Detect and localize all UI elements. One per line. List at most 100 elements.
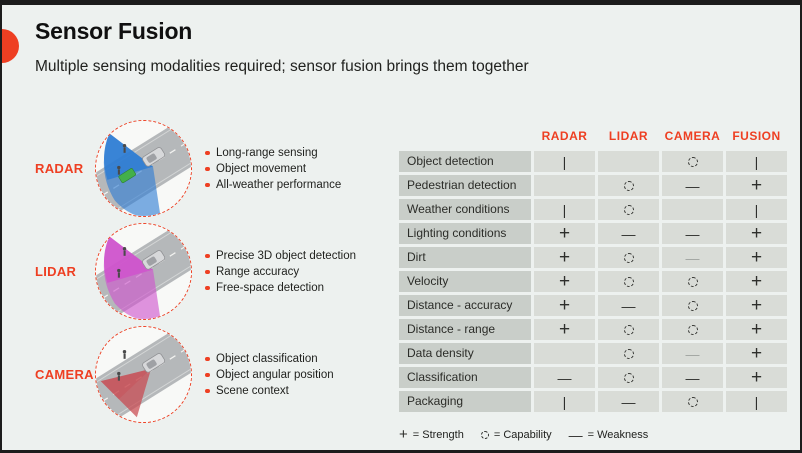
legend-text: = Strength — [412, 428, 464, 441]
bullet-item: Precise 3D object detection — [205, 248, 356, 264]
table-cell: | — [726, 151, 787, 172]
table-cell — [662, 295, 723, 316]
table-cell — [662, 151, 723, 172]
row-label: Distance - range — [399, 319, 531, 340]
table-cell: | — [534, 391, 595, 412]
table-cell: + — [726, 343, 787, 364]
sensor-name-label: CAMERA — [35, 367, 94, 382]
legend-item: —= Weakness — [569, 428, 649, 442]
strength-symbol: + — [750, 343, 763, 364]
table-cell — [662, 391, 723, 412]
strength-symbol: | — [562, 393, 567, 410]
table-cell: + — [726, 271, 787, 292]
table-cell: + — [726, 295, 787, 316]
subtitle: Multiple sensing modalities required; se… — [35, 58, 529, 75]
page-title: Sensor Fusion — [35, 18, 193, 44]
strength-symbol: + — [750, 223, 763, 244]
row-label: Data density — [399, 343, 531, 364]
strength-symbol: + — [750, 247, 763, 268]
table-cell: — — [662, 343, 723, 364]
table-cell — [662, 271, 723, 292]
strength-symbol: + — [399, 426, 408, 443]
capability-symbol — [623, 324, 634, 335]
bullet-item: Object movement — [205, 161, 341, 177]
capability-symbol — [687, 396, 698, 407]
table-cell: + — [534, 319, 595, 340]
capability-symbol — [687, 300, 698, 311]
header-spacer — [399, 129, 531, 143]
row-label: Classification — [399, 367, 531, 388]
bullet-item: Object angular position — [205, 367, 334, 383]
table-cell — [598, 199, 659, 220]
strength-symbol: + — [750, 319, 763, 340]
table-cell: + — [534, 295, 595, 316]
table-cell: + — [534, 223, 595, 244]
capability-symbol — [480, 430, 489, 439]
strength-symbol: + — [750, 175, 763, 196]
strength-symbol: | — [754, 201, 759, 218]
row-label: Velocity — [399, 271, 531, 292]
table-cell: — — [662, 223, 723, 244]
table-cell: + — [726, 247, 787, 268]
strength-symbol: + — [558, 319, 571, 340]
capability-symbol — [623, 348, 634, 359]
table-cell: — — [598, 295, 659, 316]
table-cell: + — [726, 223, 787, 244]
bullet-item: Object classification — [205, 351, 334, 367]
weakness-symbol: — — [568, 426, 583, 443]
strength-symbol: + — [558, 223, 571, 244]
column-header-camera: CAMERA — [664, 129, 721, 143]
weakness-symbol: — — [621, 393, 636, 410]
row-label: Weather conditions — [399, 199, 531, 220]
table-cell: — — [534, 367, 595, 388]
table-cell: + — [534, 271, 595, 292]
table-cell — [534, 343, 595, 364]
table-cell: — — [662, 175, 723, 196]
table-cell — [662, 199, 723, 220]
table-cell: | — [726, 199, 787, 220]
bullet-item: Range accuracy — [205, 264, 356, 280]
sensor-name-label: LIDAR — [35, 264, 77, 279]
camera-scene-illustration — [95, 326, 192, 423]
table-cell: + — [726, 319, 787, 340]
table-cell: | — [534, 199, 595, 220]
weakness-symbol: — — [557, 369, 572, 386]
weakness-symbol: — — [685, 249, 700, 266]
table-cell — [598, 247, 659, 268]
legend-item: = Capability — [480, 429, 552, 441]
table-cell: + — [534, 247, 595, 268]
weakness-symbol: — — [685, 225, 700, 242]
bullet-item: Scene context — [205, 383, 334, 399]
row-label: Pedestrian detection — [399, 175, 531, 196]
bullet-item: Free-space detection — [205, 280, 356, 296]
table-cell — [534, 175, 595, 196]
capability-symbol — [687, 276, 698, 287]
row-label: Distance - accuracy — [399, 295, 531, 316]
strength-symbol: | — [562, 153, 567, 170]
strength-symbol: + — [558, 247, 571, 268]
strength-symbol: + — [750, 295, 763, 316]
table-cell — [598, 367, 659, 388]
table-cell: — — [662, 247, 723, 268]
row-label: Dirt — [399, 247, 531, 268]
legend-item: + = Strength — [399, 427, 464, 442]
strength-symbol: | — [754, 153, 759, 170]
table-legend: + = Strength = Capability —= Weakness — [399, 427, 787, 442]
weakness-symbol: — — [621, 225, 636, 242]
weakness-symbol: — — [685, 345, 700, 362]
lidar-scene-illustration — [95, 223, 192, 320]
strength-symbol: + — [558, 271, 571, 292]
table-body: Object detection||Pedestrian detection—+… — [399, 151, 787, 412]
table-cell — [662, 319, 723, 340]
bullet-item: Long-range sensing — [205, 145, 341, 161]
column-header-fusion: FUSION — [732, 129, 781, 143]
weakness-symbol: — — [685, 369, 700, 386]
table-cell — [598, 319, 659, 340]
